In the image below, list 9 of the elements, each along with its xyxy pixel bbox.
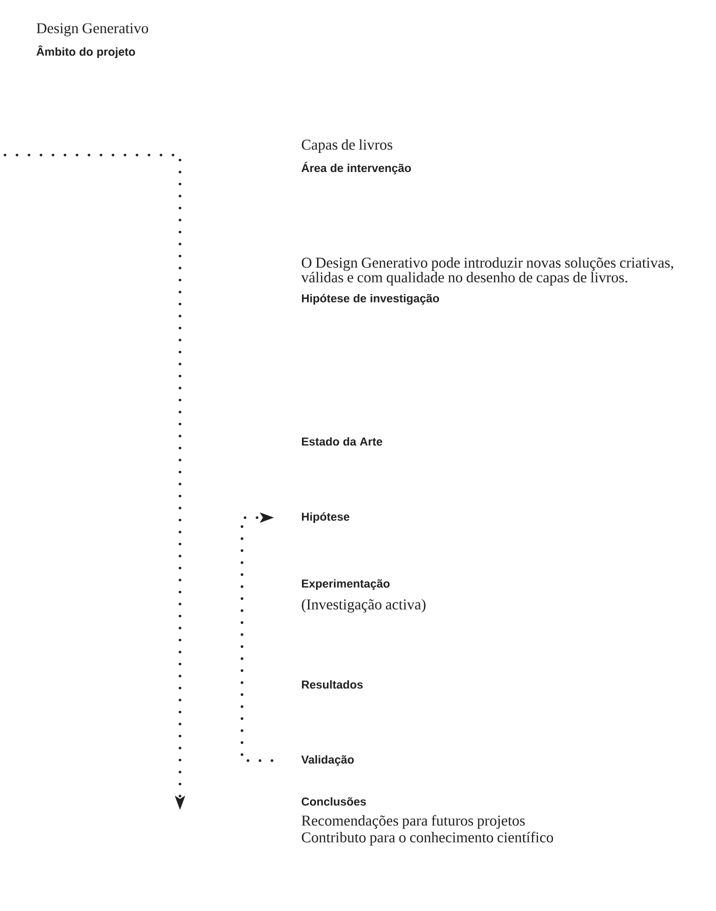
text-label: Hipótese [302, 512, 350, 524]
text-label: Estado da Arte [302, 437, 382, 446]
text-label: Resultados [302, 680, 363, 689]
text-label: Capas de livros Área de intervenção [301, 139, 411, 174]
text-label: Conclusões Recomendações para futuros projetos Contributo para o conhecimento científico [302, 797, 554, 846]
text-label: O Design Generativo pode introduzir novas soluções criativas, válidas e com qualidade no desenho de capas de livros. Hipótese de investigação [301, 257, 674, 305]
text-label: Experimentação (Investigação activa) [302, 579, 426, 613]
text-label: Design Generativo Âmbito do projeto [36, 23, 148, 58]
text-label: Validação [301, 755, 354, 766]
